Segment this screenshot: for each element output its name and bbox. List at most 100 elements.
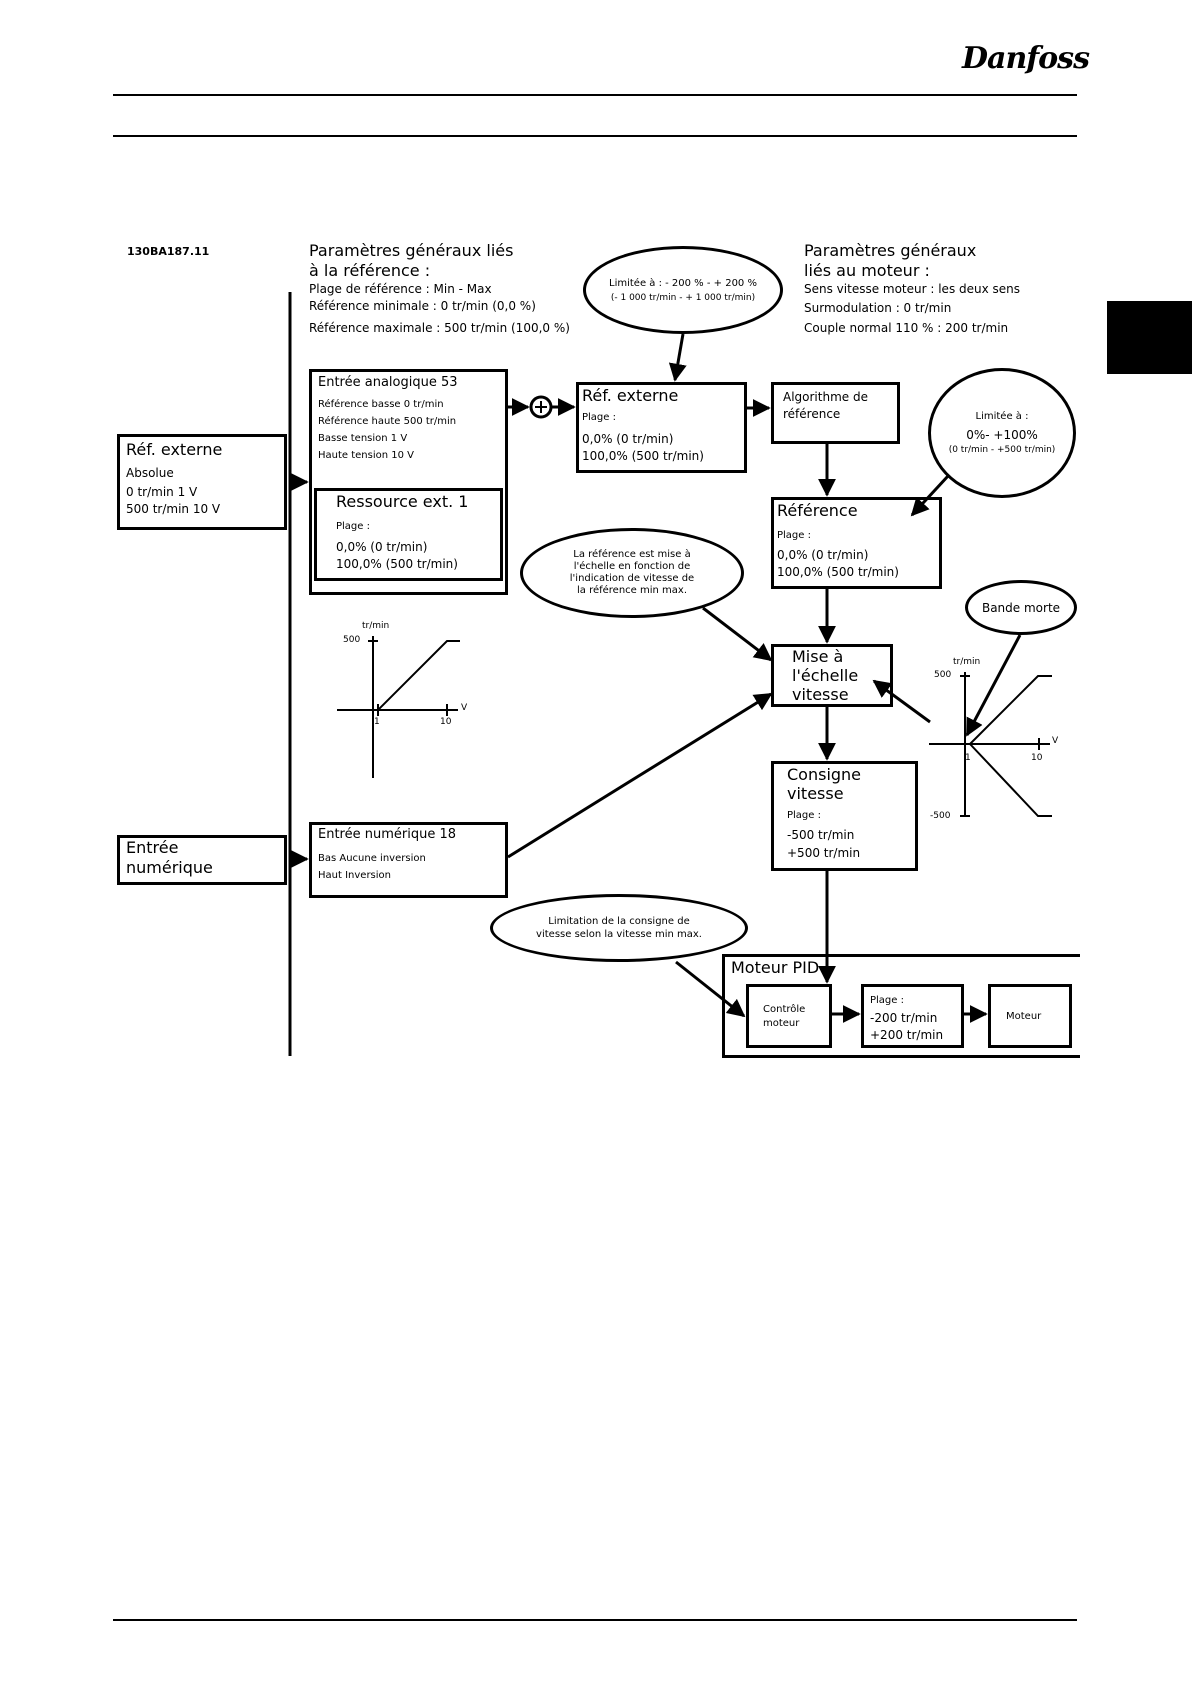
speed-setpoint-title-2: vitesse bbox=[787, 784, 844, 803]
footer-rule bbox=[113, 1619, 1077, 1621]
ref-externe-input-box: Réf. externe Absolue 0 tr/min 1 V 500 tr… bbox=[117, 434, 287, 530]
motor-range-line-2: -200 tr/min bbox=[870, 1011, 938, 1025]
right-graph-y-unit: tr/min bbox=[953, 657, 981, 667]
motor-params-line-1: Sens vitesse moteur : les deux sens bbox=[804, 282, 1021, 296]
scaling-bubble-line-3: l'indication de vitesse de bbox=[569, 573, 695, 584]
speed-setpoint-line-1: Plage : bbox=[787, 810, 821, 821]
ref-params-line-3: Référence maximale : 500 tr/min (100,0 %… bbox=[309, 321, 570, 335]
ext-resource-1-line-2: 0,0% (0 tr/min) bbox=[336, 540, 428, 554]
reference-block-line-3: 100,0% (500 tr/min) bbox=[777, 565, 899, 579]
right-graph-x-10: 10 bbox=[1031, 753, 1043, 763]
motor-block: Moteur bbox=[988, 984, 1072, 1048]
digital-input-line-1: Entrée bbox=[126, 838, 179, 857]
header-rule-bottom bbox=[113, 135, 1077, 137]
motor-pid-title: Moteur PID bbox=[731, 958, 820, 977]
right-graph-y-min: -500 bbox=[930, 811, 951, 821]
limit-bubble-external-line-2: (- 1 000 tr/min - + 1 000 tr/min) bbox=[610, 292, 756, 303]
right-graph-y-max: 500 bbox=[934, 670, 952, 680]
ext-resource-1-line-1: Plage : bbox=[336, 521, 370, 532]
ref-externe-input-title: Réf. externe bbox=[126, 440, 223, 459]
header-rule-top bbox=[113, 94, 1077, 96]
scaling-bubble: La référence est mise à l'échelle en fon… bbox=[520, 528, 744, 618]
limit-bubble-reference-line-3: (0 tr/min - +500 tr/min) bbox=[948, 445, 1056, 455]
ref-externe-block-line-3: 100,0% (500 tr/min) bbox=[582, 449, 704, 463]
ref-externe-block: Réf. externe Plage : 0,0% (0 tr/min) 100… bbox=[576, 382, 747, 473]
dead-band-label: Bande morte bbox=[981, 600, 1061, 615]
motor-params-line-2: Surmodulation : 0 tr/min bbox=[804, 301, 952, 315]
left-graph-x-unit: V bbox=[461, 703, 468, 713]
speed-scaling-line-1: Mise à bbox=[792, 647, 844, 666]
ref-externe-input-line-2: 0 tr/min 1 V bbox=[126, 485, 198, 499]
motor-control-block: Contrôle moteur bbox=[746, 984, 832, 1048]
motor-range-line-1: Plage : bbox=[870, 995, 904, 1006]
motor-params-title-1: Paramètres généraux bbox=[804, 241, 977, 260]
ext-resource-1-box: Ressource ext. 1 Plage : 0,0% (0 tr/min)… bbox=[314, 488, 503, 581]
ref-params-title-2: à la référence : bbox=[309, 261, 431, 280]
motor-params-line-3: Couple normal 110 % : 200 tr/min bbox=[804, 321, 1009, 335]
digital-input-18-line-2: Haut Inversion bbox=[318, 870, 391, 881]
ref-params-line-2: Référence minimale : 0 tr/min (0,0 %) bbox=[309, 299, 536, 313]
limit-bubble-external-line-1: Limitée à : - 200 % - + 200 % bbox=[609, 277, 757, 289]
digital-18-to-scaling bbox=[507, 692, 773, 859]
ref-externe-input-line-3: 500 tr/min 10 V bbox=[126, 502, 221, 516]
speed-setpoint-block: Consigne vitesse Plage : -500 tr/min +50… bbox=[771, 761, 918, 871]
motor-control-line-2: moteur bbox=[763, 1018, 800, 1029]
speed-setpoint-title-1: Consigne bbox=[787, 765, 862, 784]
speed-scaling-line-2: l'échelle bbox=[792, 666, 859, 685]
reference-algorithm-line-2: référence bbox=[783, 407, 841, 421]
motor-label: Moteur bbox=[1006, 1011, 1042, 1022]
left-graph-y-unit: tr/min bbox=[362, 621, 390, 631]
analog-input-53-line-3: Basse tension 1 V bbox=[318, 433, 408, 444]
left-graph-x-10: 10 bbox=[440, 717, 452, 727]
speed-setpoint-line-3: +500 tr/min bbox=[787, 846, 861, 860]
left-graph-x-1: 1 bbox=[374, 717, 380, 727]
speed-scaling-block: Mise à l'échelle vitesse bbox=[771, 644, 893, 707]
analog-input-53-line-2: Référence haute 500 tr/min bbox=[318, 416, 457, 427]
left-graph-curve bbox=[377, 640, 460, 711]
digital-input-line-2: numérique bbox=[126, 858, 213, 877]
motor-control-line-1: Contrôle bbox=[763, 1004, 806, 1015]
ext-resource-1-line-3: 100,0% (500 tr/min) bbox=[336, 557, 458, 571]
scaling-bubble-line-2: l'échelle en fonction de bbox=[573, 561, 691, 572]
sum-junction bbox=[529, 395, 553, 419]
digital-input-18-title: Entrée numérique 18 bbox=[318, 827, 456, 842]
digital-input-box: Entrée numérique bbox=[117, 835, 287, 885]
chapter-tab bbox=[1107, 301, 1192, 374]
reference-block-line-1: Plage : bbox=[777, 530, 811, 541]
analog-input-53-line-4: Haute tension 10 V bbox=[318, 450, 415, 461]
ext-resource-1-title: Ressource ext. 1 bbox=[336, 492, 469, 511]
right-graph-x-unit: V bbox=[1052, 736, 1059, 746]
ref-externe-block-line-1: Plage : bbox=[582, 412, 616, 423]
limitation-bubble-line-2: vitesse selon la vitesse min max. bbox=[536, 929, 702, 940]
danfoss-logo: Danfoss bbox=[962, 41, 1090, 76]
scaling-bubble-line-1: La référence est mise à bbox=[573, 549, 691, 560]
dead-band-bubble: Bande morte bbox=[965, 580, 1077, 635]
left-graph-y-max: 500 bbox=[343, 635, 361, 645]
reference-algorithm-line-1: Algorithme de bbox=[783, 390, 868, 404]
motor-range-line-3: +200 tr/min bbox=[870, 1028, 944, 1042]
reference-block-line-2: 0,0% (0 tr/min) bbox=[777, 548, 869, 562]
motor-range-block: Plage : -200 tr/min +200 tr/min bbox=[861, 984, 964, 1048]
right-graph-curve-top bbox=[969, 675, 1052, 745]
dead-band-pointer bbox=[965, 634, 1022, 737]
analog-input-53-line-1: Référence basse 0 tr/min bbox=[318, 399, 444, 410]
limitation-bubble: Limitation de la consigne de vitesse sel… bbox=[490, 894, 748, 962]
digital-input-18-line-1: Bas Aucune inversion bbox=[318, 853, 426, 864]
ref-params-line-1: Plage de référence : Min - Max bbox=[309, 282, 492, 296]
limit-bubble-external: Limitée à : - 200 % - + 200 % (- 1 000 t… bbox=[583, 246, 783, 334]
ref-externe-input-line-1: Absolue bbox=[126, 466, 174, 480]
ref-externe-block-title: Réf. externe bbox=[582, 386, 679, 405]
ref-externe-block-line-2: 0,0% (0 tr/min) bbox=[582, 432, 674, 446]
digital-input-18-box: Entrée numérique 18 Bas Aucune inversion… bbox=[309, 822, 508, 898]
reference-block: Référence Plage : 0,0% (0 tr/min) 100,0%… bbox=[771, 497, 942, 589]
limit-bubble-reference-line-2: 0%- +100% bbox=[966, 428, 1038, 442]
analog-input-53-title: Entrée analogique 53 bbox=[318, 375, 458, 390]
speed-setpoint-line-2: -500 tr/min bbox=[787, 828, 855, 842]
right-graph-x-1: 1 bbox=[965, 753, 971, 763]
reference-algorithm-block: Algorithme de référence bbox=[771, 382, 900, 444]
reference-block-title: Référence bbox=[777, 501, 858, 520]
motor-params-title-2: liés au moteur : bbox=[804, 261, 930, 280]
ref-params-title-1: Paramètres généraux liés bbox=[309, 241, 514, 260]
scaling-bubble-arrow bbox=[702, 606, 773, 662]
limitation-bubble-line-1: Limitation de la consigne de bbox=[548, 916, 690, 927]
